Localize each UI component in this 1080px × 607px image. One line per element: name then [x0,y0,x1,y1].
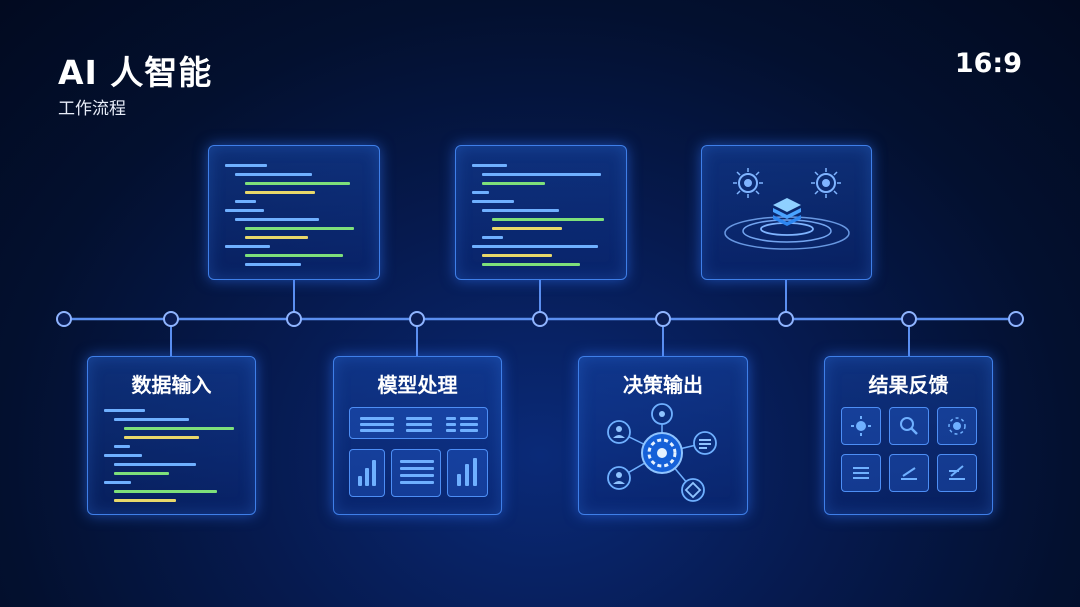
target-icon [937,407,977,445]
aspect-ratio-label: 16:9 [955,48,1022,79]
trend-icon [889,454,929,492]
step-label: 模型处理 [334,369,501,398]
layers-visual-panel [701,145,872,280]
step-card-decision-output: 决策输出 [578,356,748,515]
sliders-icon [841,454,881,492]
search-icon [889,407,929,445]
code-snippet [225,158,365,269]
timeline-node [164,312,178,326]
timeline-node [410,312,424,326]
timeline-node [902,312,916,326]
page-title: AI 人智能 [58,46,212,94]
timeline-node [1009,312,1023,326]
trend-icon [937,454,977,492]
timeline-node [57,312,71,326]
network-hub-icon [579,357,749,516]
list-panel-top [349,407,488,439]
timeline-node [656,312,670,326]
bar-chart-icon [349,449,385,497]
code-snippet [104,403,241,504]
step-label: 数据输入 [88,369,255,398]
timeline-node [533,312,547,326]
list-icon [391,449,441,497]
step-card-result-feedback: 结果反馈 [824,356,993,515]
code-panel-1 [208,145,380,280]
step-card-data-input: 数据输入 [87,356,256,515]
code-snippet [472,158,612,269]
page-subtitle: 工作流程 [58,94,126,119]
step-card-model-processing: 模型处理 [333,356,502,515]
timeline-node [779,312,793,326]
step-label: 结果反馈 [825,369,992,398]
sun-icon [841,407,881,445]
data-layers-icon [702,146,873,281]
bar-chart-icon [447,449,488,497]
timeline-node [287,312,301,326]
code-panel-2 [455,145,627,280]
